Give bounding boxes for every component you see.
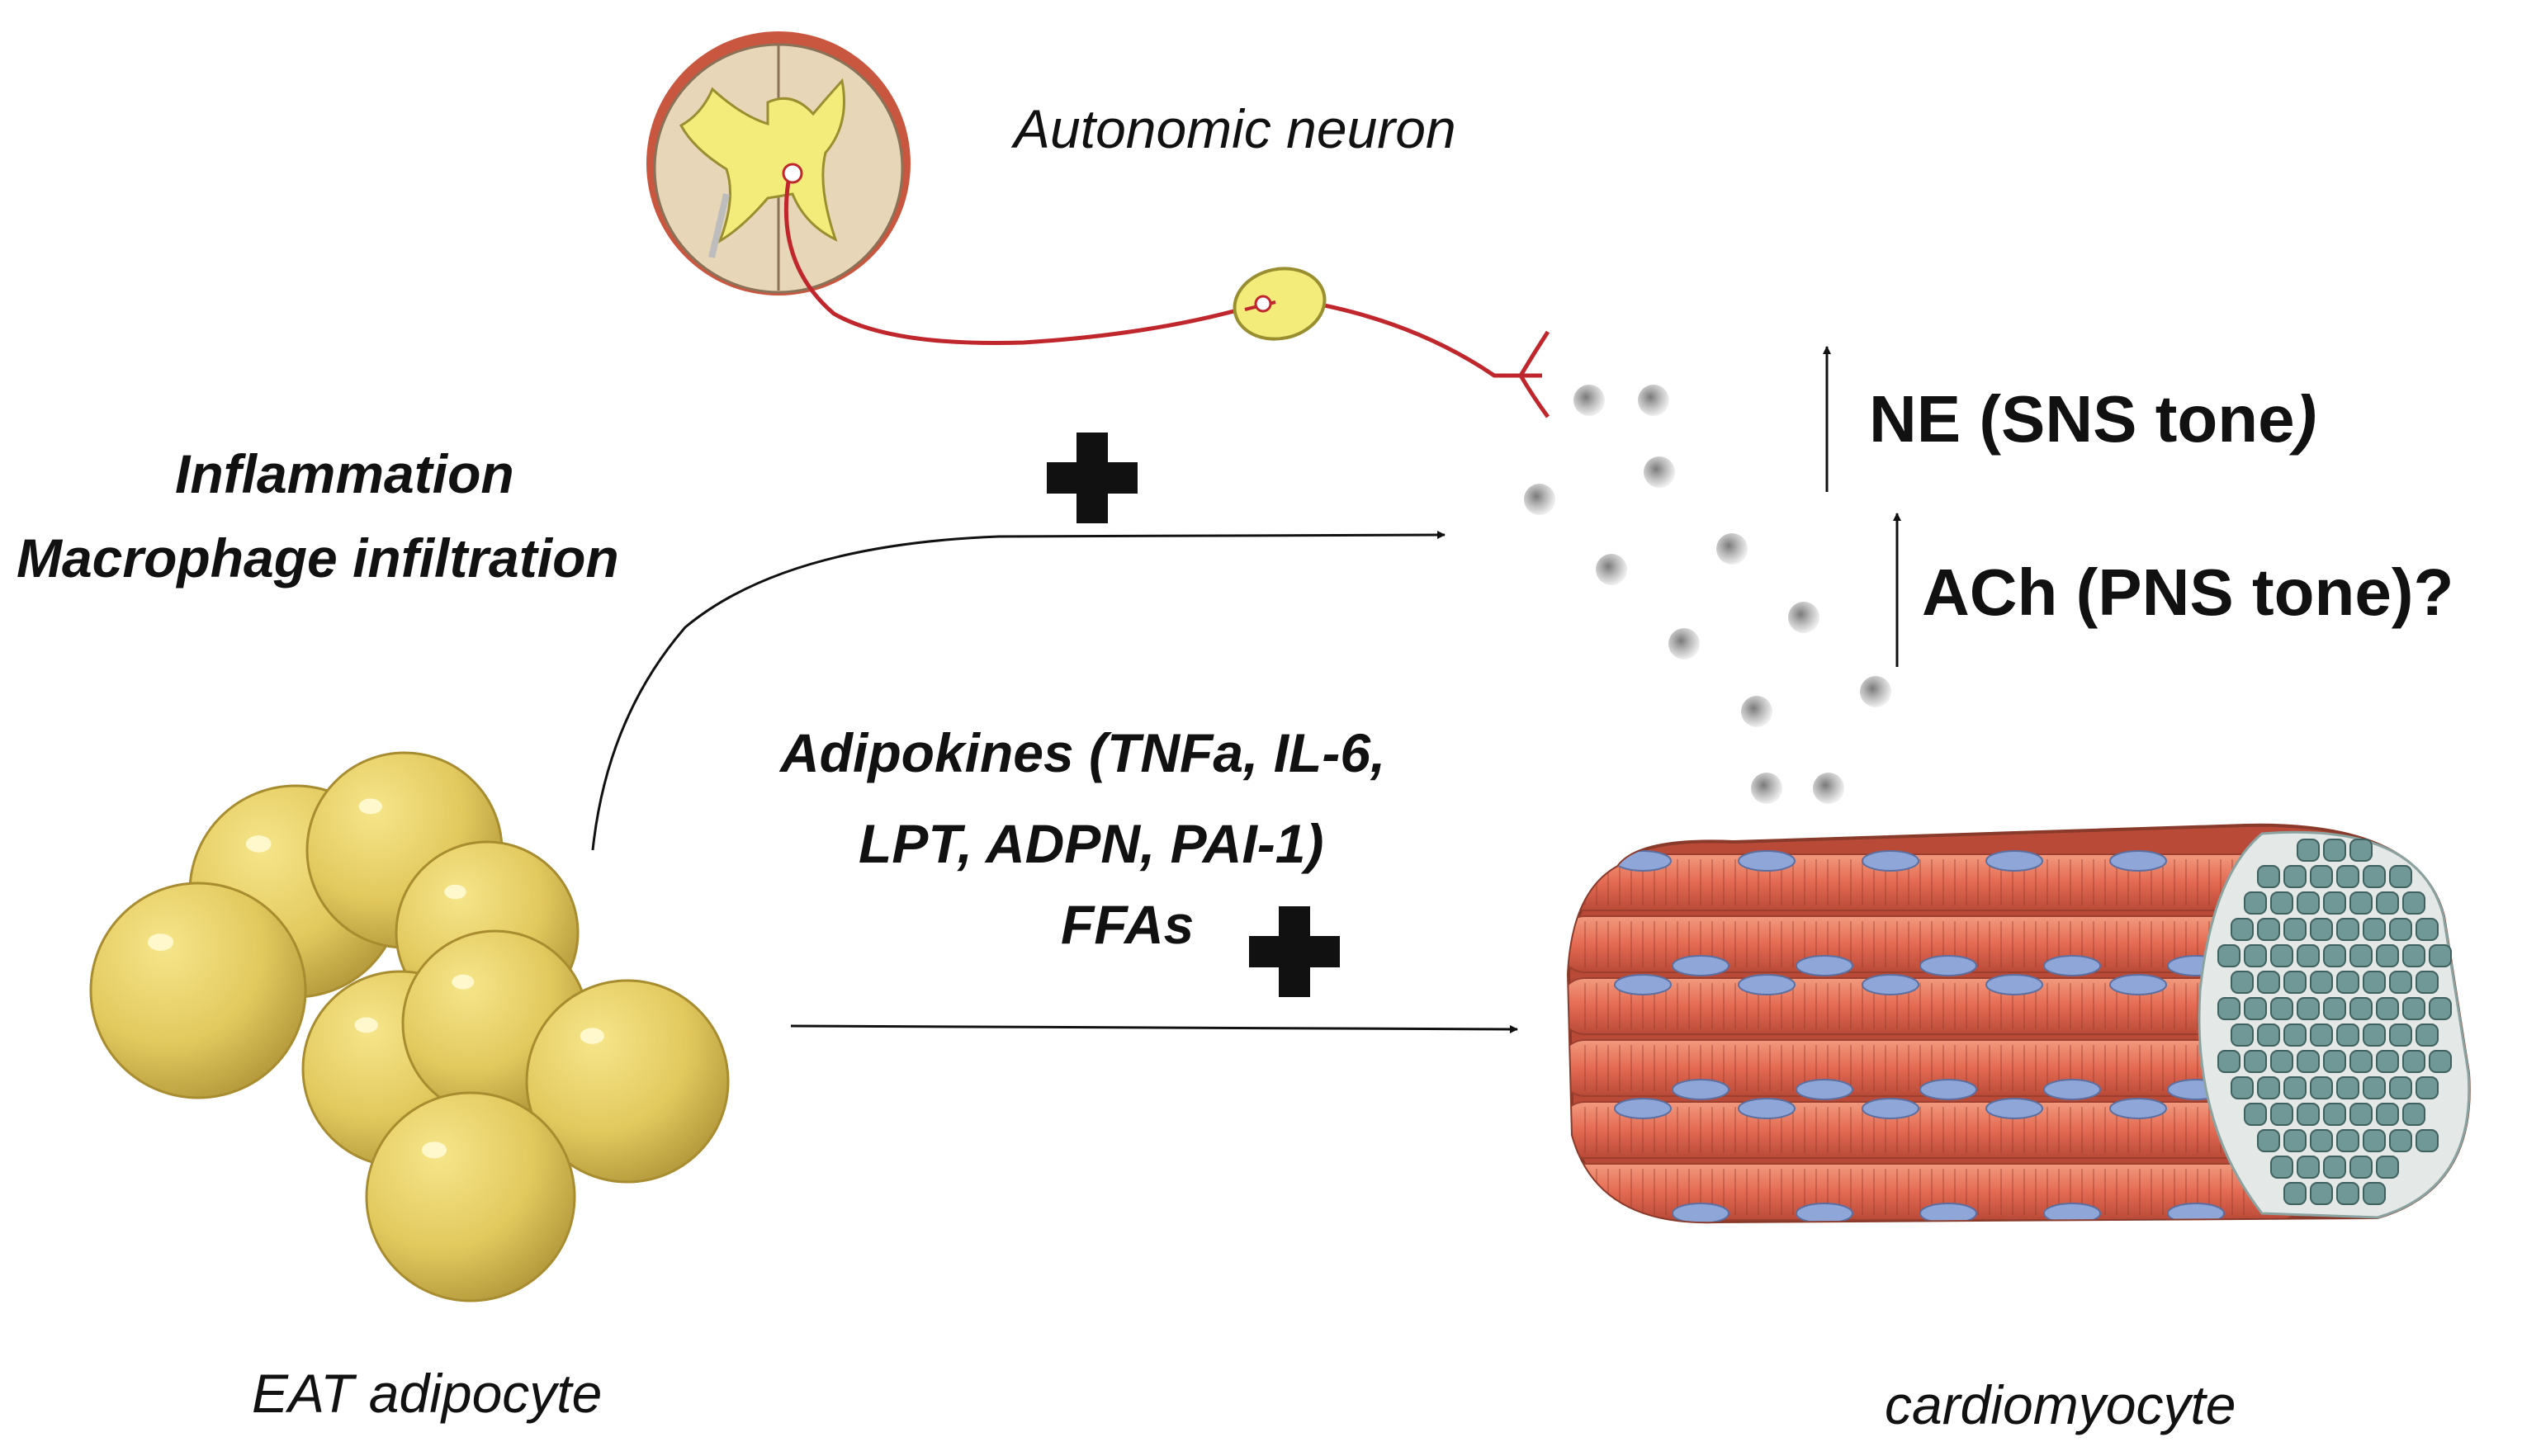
- vesicle: [1716, 533, 1748, 565]
- vesicle: [1741, 696, 1772, 727]
- vesicle: [1524, 484, 1555, 515]
- ne-close-paren: ): [2294, 382, 2317, 456]
- curved-arrow-to-neuron: [591, 531, 1446, 851]
- vesicle: [1644, 456, 1675, 488]
- muscle-cross-section: [2217, 839, 2452, 1205]
- neurotransmitter-vesicles: [1524, 385, 1891, 804]
- vesicle: [1788, 602, 1819, 633]
- adipokines-label-line2: LPT, ADPN, PAI-1): [859, 813, 1324, 874]
- plus-icon: [1047, 433, 1138, 523]
- ne-sns-tone-label: NE (SNS tone): [1869, 381, 2316, 457]
- inflammation-label: Inflammation: [175, 443, 514, 504]
- ganglion-icon: [1233, 267, 1327, 341]
- ach-pns-tone-label: ACh (PNS tone)?: [1922, 555, 2454, 629]
- adipocyte-cell: [89, 882, 307, 1099]
- plus-icon: [1249, 906, 1340, 997]
- nerve-fiber: [783, 181, 1550, 418]
- vesicle: [1638, 385, 1669, 416]
- vesicle: [1860, 676, 1891, 707]
- autonomic-neuron-label: Autonomic neuron: [1014, 98, 1456, 159]
- ffas-label: FFAs: [1061, 894, 1195, 955]
- adipocyte-cell: [365, 1091, 576, 1302]
- cardiomyocyte-label: cardiomyocyte: [1885, 1374, 2236, 1435]
- spinal-cord-icon: [646, 31, 911, 295]
- ne-sns-tone-text: NE (SNS tone: [1869, 382, 2295, 456]
- eat-adipocyte-label: EAT adipocyte: [252, 1363, 603, 1424]
- vesicle: [1573, 385, 1605, 416]
- vesicle: [1751, 773, 1782, 804]
- muscle-fiber-icon: [1566, 823, 2471, 1224]
- adipocyte-cluster-icon: [89, 751, 730, 1302]
- vesicle: [1596, 554, 1627, 585]
- vesicle: [1813, 773, 1844, 804]
- arrows: [591, 346, 1901, 1033]
- adipocyte-cell: [525, 979, 730, 1184]
- macrophage-infiltration-label: Macrophage infiltration: [17, 527, 619, 589]
- straight-arrow-to-cardiomyocyte: [790, 1024, 1518, 1033]
- adipokines-label-line1: Adipokines (TNFa, IL-6,: [780, 722, 1386, 783]
- vesicle: [1668, 628, 1700, 659]
